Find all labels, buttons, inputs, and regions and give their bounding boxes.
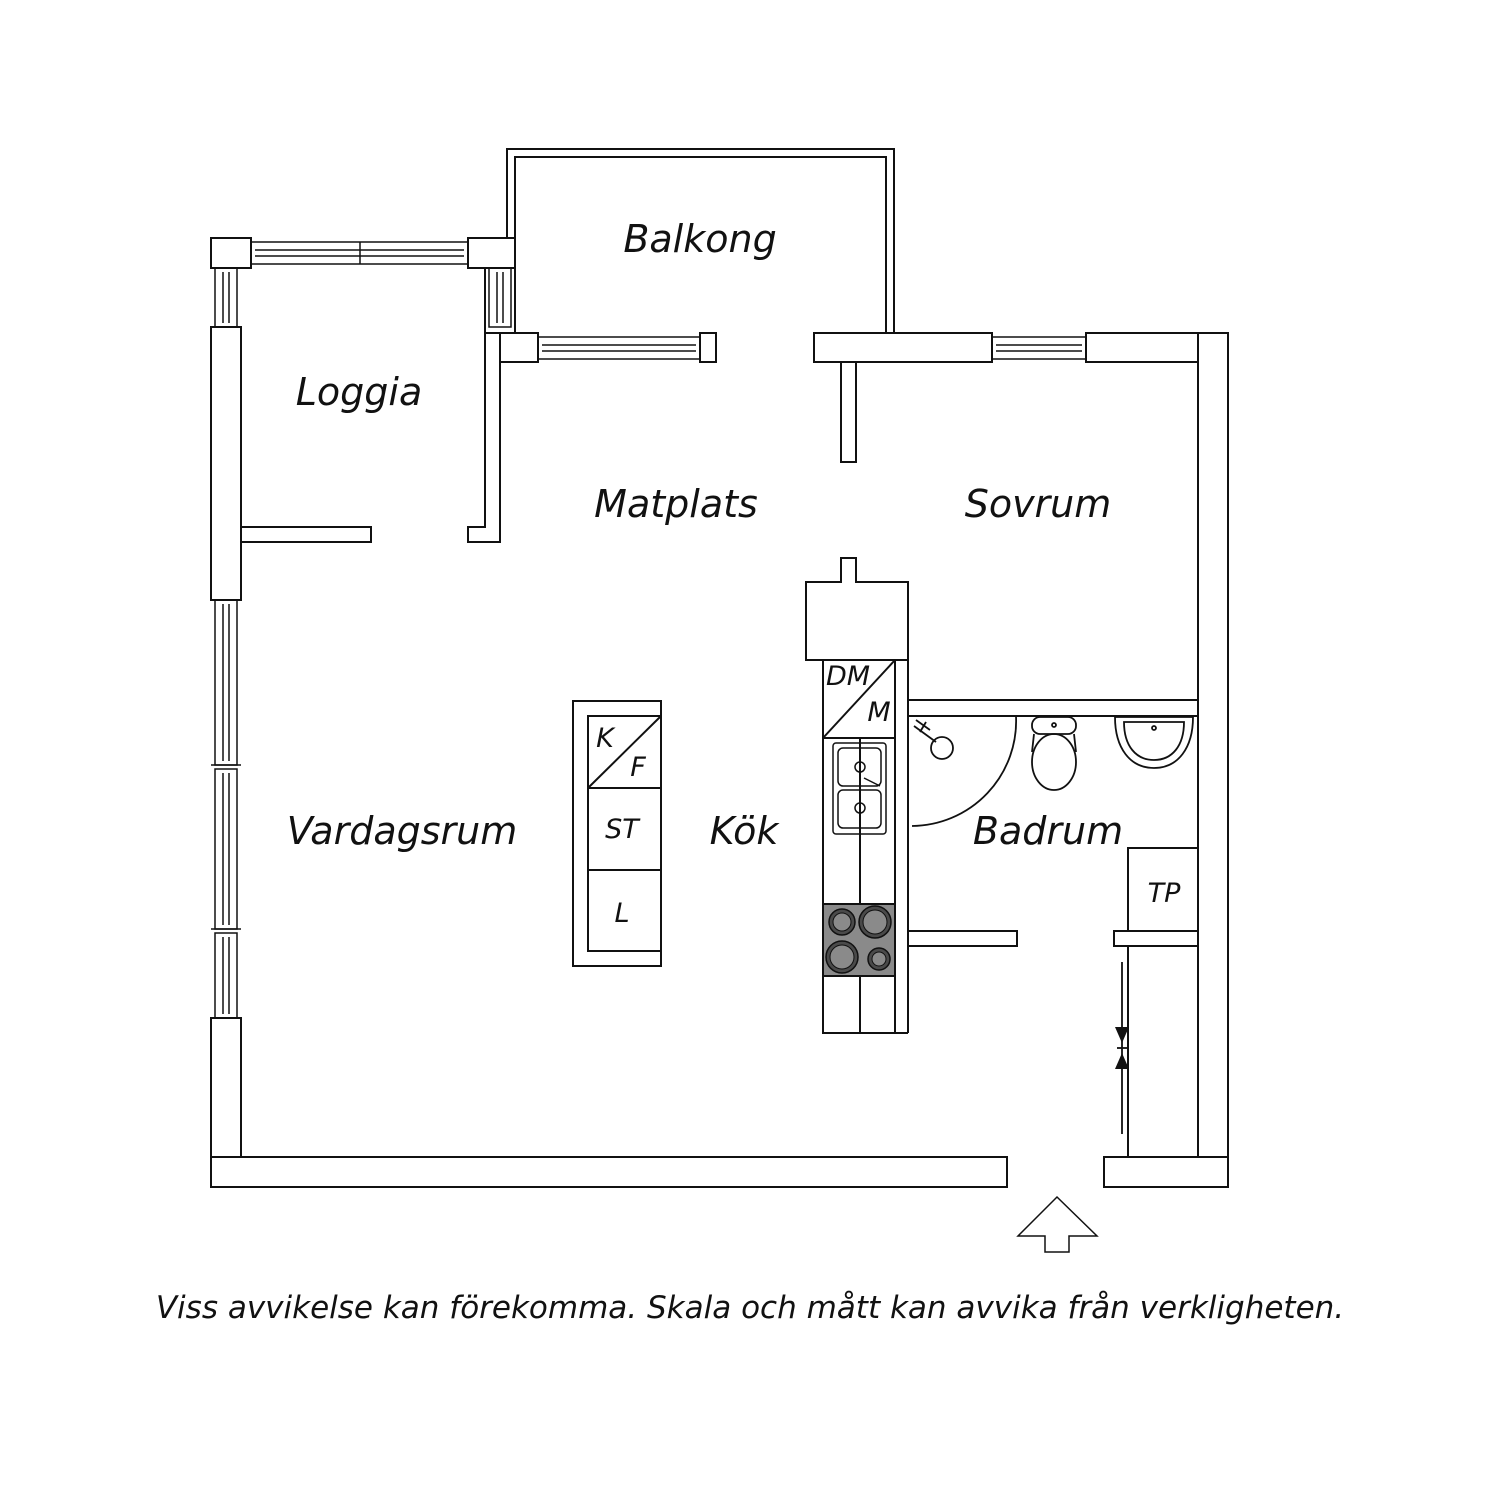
- interior-walls: [240, 361, 1199, 1158]
- room-label-bedroom: Sovrum: [965, 482, 1112, 526]
- kitchen-counter: [822, 659, 908, 1034]
- sliding-door-arrows: [1115, 1027, 1129, 1069]
- balcony-outline: [506, 148, 895, 333]
- bathroom-wall-stub: [907, 930, 1018, 947]
- bedroom-wall-stub: [840, 361, 857, 463]
- loggia-corner-right: [467, 237, 516, 269]
- bottom-wall-right: [1103, 1156, 1229, 1188]
- label-freezer: F: [630, 752, 646, 783]
- top-wall-bedroom-right: [1085, 332, 1199, 363]
- room-label-kitchen: Kök: [710, 809, 781, 853]
- left-wall-upper: [210, 326, 242, 601]
- left-wall-lower: [210, 1017, 242, 1158]
- hall-wall-stub: [1113, 930, 1199, 947]
- loggia-corner-left: [210, 237, 252, 269]
- label-dishwasher: DM: [826, 661, 870, 692]
- room-label-balcony: Balkong: [623, 217, 776, 261]
- stove-icon: [822, 903, 896, 977]
- top-wall-dining-end: [699, 332, 717, 363]
- label-wardrobe-st: ST: [605, 814, 641, 845]
- room-label-bathroom: Badrum: [973, 809, 1123, 853]
- label-microwave: M: [867, 697, 890, 728]
- right-wall: [1197, 332, 1229, 1158]
- sink-icon: [832, 742, 887, 835]
- disclaimer-text: Viss avvikelse kan förekomma. Skala och …: [155, 1290, 1345, 1326]
- toilet-icon: [1031, 716, 1077, 791]
- room-label-dining: Matplats: [594, 482, 758, 526]
- entrance-arrow-icon: [1016, 1195, 1099, 1253]
- dining-left-wall: [467, 332, 501, 543]
- shower-icon: [911, 715, 1017, 827]
- sliding-door-marker: [1117, 962, 1127, 1134]
- label-dryer: TP: [1148, 878, 1181, 909]
- closet-wall: [1127, 945, 1199, 1158]
- top-wall-dining: [499, 332, 539, 363]
- tp-cabinet: [1127, 847, 1199, 932]
- label-fridge: K: [596, 723, 616, 754]
- top-wall-bedroom-left: [813, 332, 993, 363]
- washbasin-icon: [1114, 716, 1194, 769]
- room-label-living: Vardagsrum: [287, 809, 518, 853]
- label-wardrobe-l: L: [614, 898, 629, 929]
- wardrobe-block: [572, 700, 662, 967]
- room-label-loggia: Loggia: [296, 370, 423, 414]
- loggia-divider: [240, 526, 372, 543]
- column-block: [805, 557, 909, 661]
- bedroom-bottom-wall: [907, 699, 1199, 717]
- window-icon: [211, 241, 1087, 1019]
- bottom-wall-left: [210, 1156, 1008, 1188]
